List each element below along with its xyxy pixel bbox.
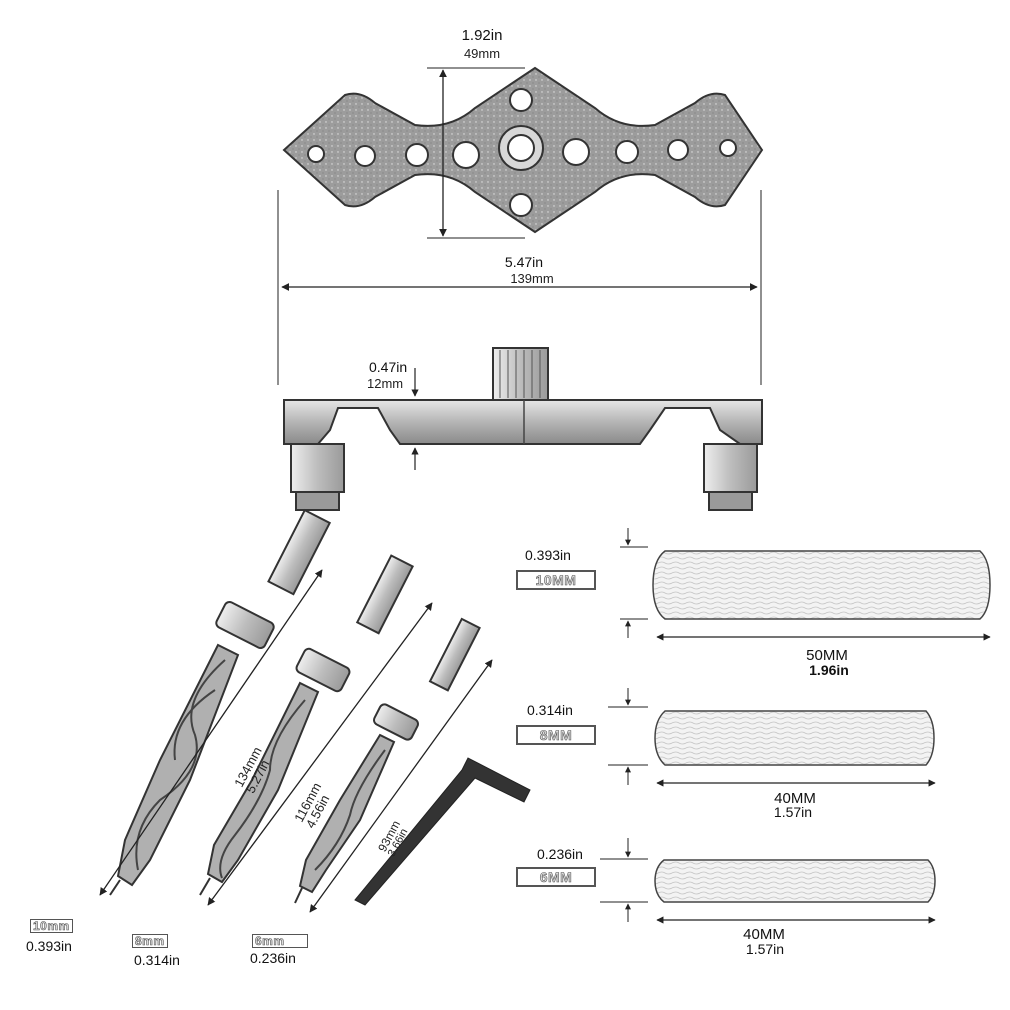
bit-10mm-size-inches: 0.393in [26,938,72,954]
hex-key [354,757,531,906]
dowel-10mm-size-badge: 10MM [516,570,596,590]
jig-side-view [283,347,763,511]
dowel-10mm-diameter-inches: 0.393in [525,547,571,563]
dowel-8mm-size-badge: 8MM [516,725,596,745]
jig-body-side [283,399,763,445]
dowel-6mm-size-badge: 6MM [516,867,596,887]
jig-height-mm: 49mm [463,46,501,61]
dowel-10mm [620,528,991,641]
bit-8mm-size-badge: 8mm [132,934,168,948]
dowel-10mm-length-mm: 50MM [806,647,848,664]
dowel-10mm-length-inches: 1.96in [809,662,849,678]
guide-pin-right [703,443,758,493]
jig-top-view [277,66,764,385]
dowel-8mm-length-mm: 40MM [774,790,816,807]
dowel-6mm-diameter-inches: 0.236in [537,846,583,862]
jig-length-inches: 5.47in [504,254,544,270]
jig-height-inches: 1.92in [461,27,503,44]
dowel-6mm [600,838,936,924]
dowel-8mm [608,688,936,787]
guide-pin-left [290,443,345,493]
knurled-knob [492,347,549,401]
bit-8mm-size-inches: 0.314in [134,952,180,968]
bit-10mm-size-badge: 10mm [30,919,73,933]
dowel-8mm-length-inches: 1.57in [773,804,813,820]
jig-length-mm: 139mm [510,271,554,286]
dowel-6mm-length-inches: 1.57in [745,941,785,957]
dowel-8mm-diameter-inches: 0.314in [527,702,573,718]
pin-height-inches: 0.47in [369,359,408,375]
drill-bit-6mm [294,617,493,913]
dowel-6mm-length-mm: 40MM [743,926,785,943]
bit-6mm-size-inches: 0.236in [250,950,296,966]
bit-6mm-size-badge: 6mm [252,934,308,948]
pin-height-mm: 12mm [367,376,404,391]
jig-holes [307,88,737,217]
